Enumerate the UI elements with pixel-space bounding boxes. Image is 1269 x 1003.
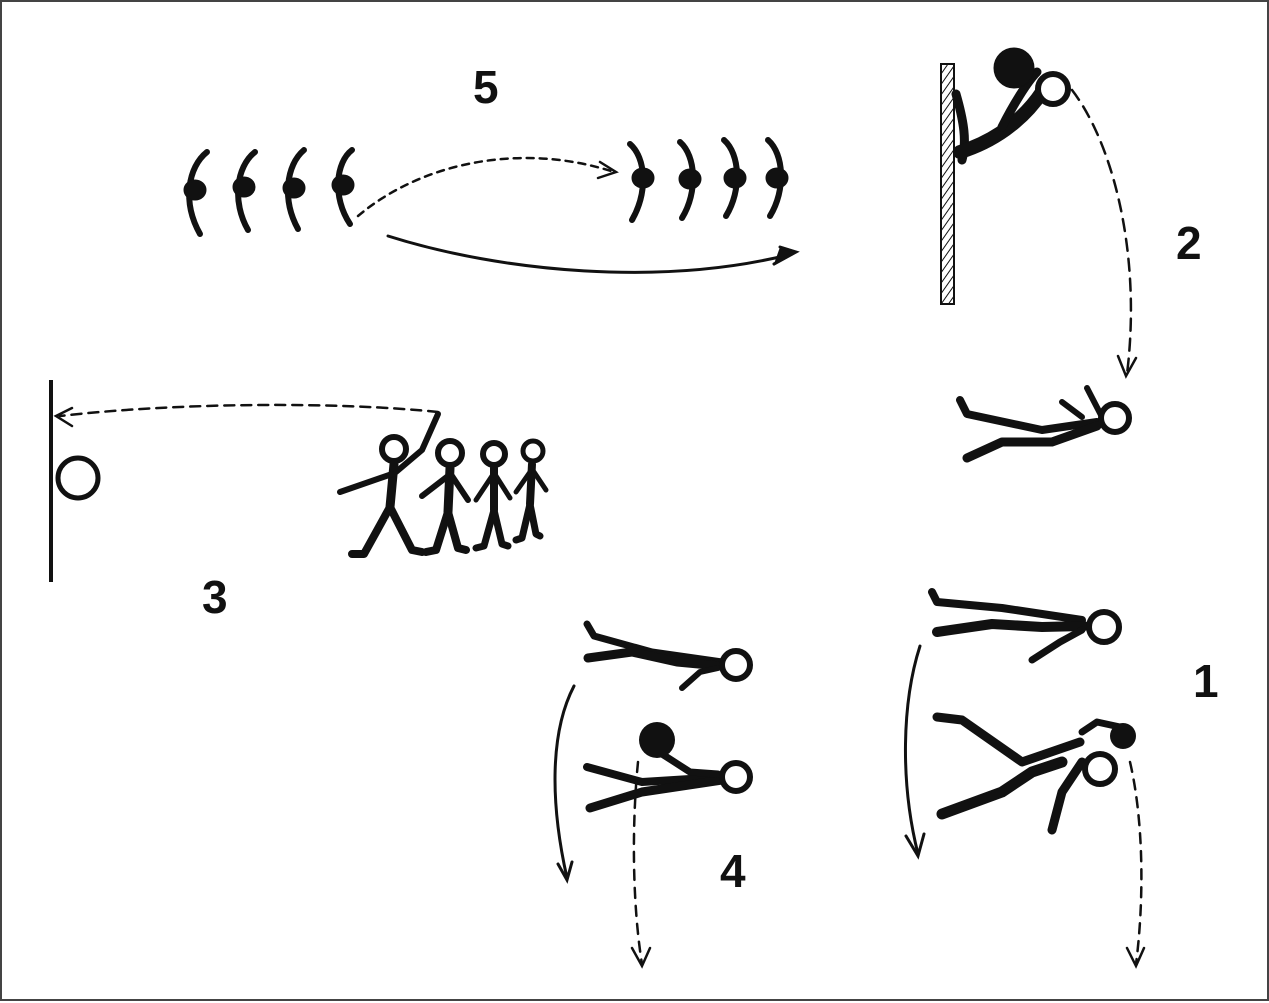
- player-5-left-3: [283, 150, 305, 229]
- player-5-left-4: [332, 150, 354, 224]
- group-3-target-ball: [58, 458, 98, 498]
- group-2-wall: [941, 64, 954, 304]
- player-5-left-1: [184, 152, 207, 234]
- group-4-player-top: [587, 624, 750, 688]
- player-5-right-3: [724, 140, 746, 216]
- group-1-run-arrow: [905, 646, 924, 856]
- player-5-right-2: [679, 142, 701, 218]
- group-3-throw-arrow: [56, 405, 438, 426]
- group-3-player-4: [516, 441, 546, 540]
- group-5-ball-pass-arrow: [358, 158, 616, 216]
- group-5-run-arrow: [388, 236, 796, 272]
- group-4-run-arrow: [555, 686, 574, 880]
- group-5-left-file: [184, 150, 354, 234]
- group-1-player-top: [932, 592, 1119, 660]
- group-1-ball-drop-arrow: [1127, 762, 1144, 966]
- group-2-jumping-player: [956, 48, 1068, 160]
- group-3-player-3: [476, 443, 510, 548]
- player-5-left-2: [233, 152, 255, 230]
- group-4-player-bottom: [587, 722, 750, 808]
- group-5-right-file: [630, 140, 788, 220]
- group-2-ball-drop-arrow: [1072, 90, 1136, 376]
- group-3-player-2: [422, 441, 468, 552]
- player-5-right-4: [766, 140, 788, 216]
- group-1-player-bottom: [937, 717, 1136, 830]
- player-5-right-1: [630, 144, 654, 220]
- group-3-player-thrower: [340, 414, 438, 554]
- group-2-landing-player: [960, 388, 1129, 458]
